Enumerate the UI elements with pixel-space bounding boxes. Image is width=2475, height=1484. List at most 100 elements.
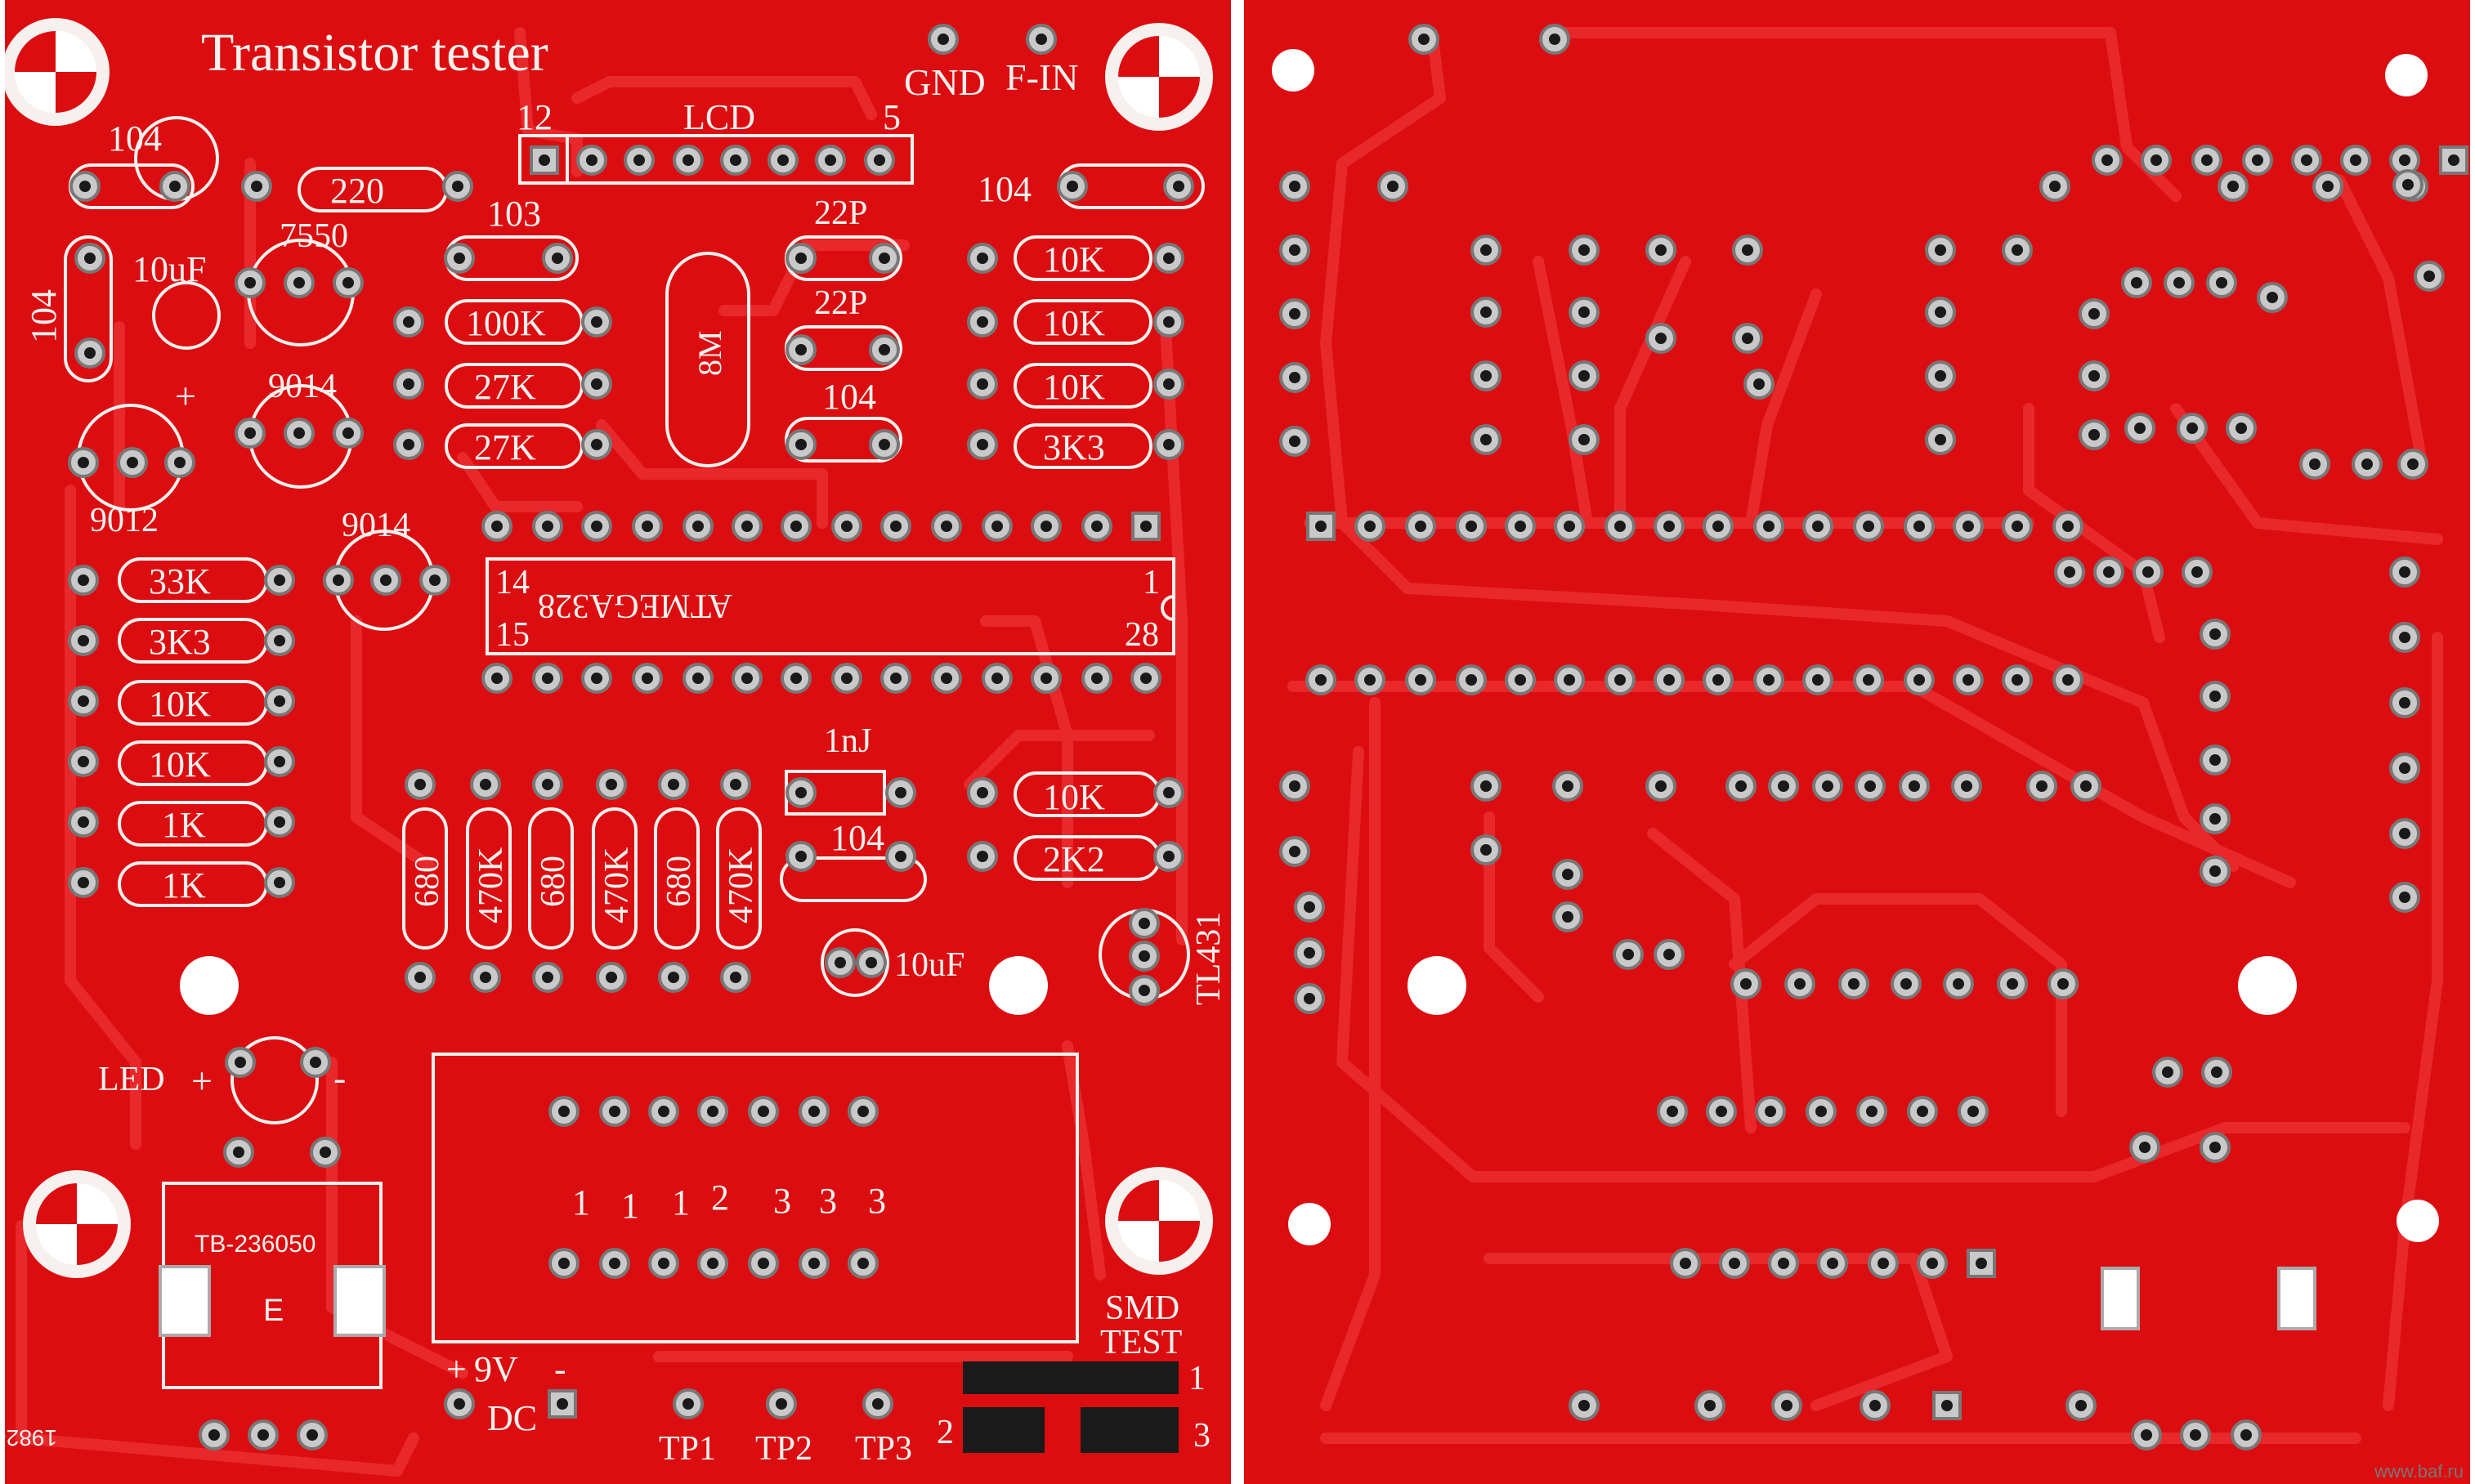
- pad-hole: [1289, 436, 1300, 447]
- pad-hole: [895, 787, 906, 798]
- pad-hole: [2162, 1066, 2173, 1078]
- pad-hole: [1578, 306, 1590, 318]
- pad-hole: [591, 378, 602, 390]
- pad-hole: [857, 1106, 869, 1117]
- pad-hole: [2399, 154, 2410, 166]
- pad-hole: [977, 787, 988, 798]
- pad-hole: [841, 521, 853, 532]
- socket-label-6: 3: [819, 1181, 837, 1221]
- pad-hole: [707, 1106, 718, 1117]
- pad-hole: [1173, 181, 1184, 192]
- pad-hole: [1480, 844, 1492, 856]
- pad-hole: [857, 1258, 869, 1269]
- pad-hole: [2134, 422, 2146, 434]
- pad-hole: [879, 253, 890, 264]
- pad-hole: [2131, 277, 2142, 288]
- pad-hole: [2190, 1429, 2201, 1441]
- pad-hole: [78, 756, 89, 767]
- pad-hole: [2399, 697, 2410, 708]
- lcd-pin-5: 5: [883, 97, 901, 137]
- pad-hole: [2012, 244, 2023, 256]
- cap-104-mid: 104: [822, 377, 876, 417]
- pad-hole: [1289, 244, 1300, 256]
- pad-hole: [795, 253, 807, 264]
- pad-hole: [991, 673, 1003, 684]
- pad-hole: [777, 154, 789, 166]
- transistor-9014-a: 9014: [268, 368, 337, 405]
- transistor-7550: 7550: [280, 217, 348, 255]
- pad-hole: [938, 34, 949, 45]
- pad-hole: [1562, 911, 1573, 923]
- pad-hole: [1036, 34, 1047, 45]
- watermark: www.baf.ru: [2374, 1461, 2464, 1482]
- socket-label-3: 1: [672, 1182, 690, 1223]
- pad-hole: [642, 673, 653, 684]
- pad-hole: [1667, 1106, 1678, 1117]
- res-3k3-right: 3K3: [1043, 427, 1105, 467]
- pad-hole: [1900, 978, 1912, 990]
- pad-hole: [1869, 1400, 1881, 1411]
- pad-hole: [1515, 521, 1526, 532]
- pad-hole: [2151, 154, 2162, 166]
- smd-label: SMD: [1105, 1290, 1179, 1327]
- pad-hole: [1863, 521, 1874, 532]
- pad-hole: [977, 316, 988, 328]
- pad-hole: [1935, 434, 1946, 445]
- pad-hole: [977, 253, 988, 264]
- pad-hole: [480, 779, 491, 790]
- pad-hole: [790, 521, 802, 532]
- pad-hole: [78, 695, 89, 707]
- pad-hole: [380, 574, 392, 586]
- pad-hole: [1091, 521, 1103, 532]
- ic-pin-1: 1: [1143, 564, 1160, 601]
- pad-hole: [454, 253, 465, 264]
- res-680-c: 680: [660, 856, 698, 907]
- res-470k-c: 470K: [723, 847, 760, 923]
- pad-hole: [1067, 181, 1078, 192]
- pad-hole: [1163, 851, 1175, 862]
- pad-hole: [1763, 521, 1775, 532]
- pad-hole: [307, 1429, 318, 1441]
- pad-hole: [1848, 978, 1860, 990]
- pad-hole: [795, 787, 807, 798]
- pad-hole: [1765, 1106, 1776, 1117]
- pad-hole: [1480, 370, 1492, 382]
- pad-hole: [2361, 458, 2373, 470]
- socket-label-1: 1: [572, 1182, 590, 1223]
- pad-hole: [2064, 566, 2075, 578]
- pad-hole: [1963, 521, 1974, 532]
- pad-hole: [2036, 780, 2048, 792]
- pad-hole: [977, 378, 988, 390]
- pad-hole: [890, 521, 902, 532]
- pad-hole: [1953, 978, 1964, 990]
- pad-hole: [1941, 1400, 1953, 1411]
- pad-hole: [658, 1106, 669, 1117]
- cap-104-top-right: 104: [978, 169, 1032, 209]
- pad-hole: [429, 574, 441, 586]
- pad-hole: [2407, 458, 2419, 470]
- pad-hole: [2399, 762, 2410, 774]
- lcd-label: LCD: [683, 97, 755, 137]
- pad-hole: [403, 439, 414, 450]
- pad-hole: [2301, 154, 2312, 166]
- res-10k-right-3: 10K: [1043, 367, 1105, 407]
- pad-hole: [758, 1106, 769, 1117]
- led-minus: -: [333, 1057, 346, 1098]
- pad-hole: [2267, 292, 2278, 303]
- pad-hole: [542, 673, 553, 684]
- pad-hole: [1778, 780, 1789, 792]
- pad-hole: [557, 1398, 568, 1410]
- res-10k-left-2: 10K: [149, 744, 211, 784]
- pad-hole: [1562, 869, 1573, 880]
- pad-hole: [1304, 947, 1315, 959]
- pad-hole: [1578, 1400, 1590, 1411]
- pad-hole: [835, 957, 846, 968]
- pad-hole: [78, 877, 89, 888]
- pad-hole: [78, 457, 89, 468]
- pad-hole: [1614, 674, 1626, 686]
- res-10k-bottom: 10K: [1043, 777, 1105, 817]
- battery-e: E: [263, 1294, 284, 1328]
- res-10k-right-2: 10K: [1043, 303, 1105, 343]
- pad-hole: [552, 253, 563, 264]
- cap-10uf-top: 10uF: [132, 249, 206, 289]
